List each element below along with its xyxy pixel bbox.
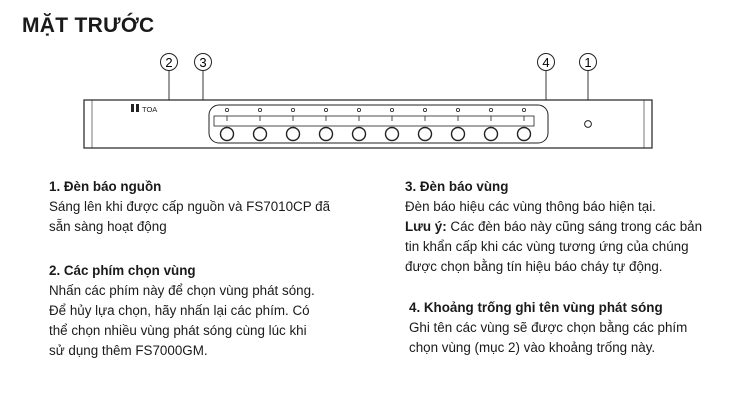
- item-text: Nhấn các phím này để chọn vùng phát sóng…: [49, 283, 315, 298]
- zone-select-key[interactable]: [483, 126, 499, 142]
- zone-led: [224, 108, 229, 113]
- label-strip: [213, 115, 535, 127]
- item-text: Đèn báo hiệu các vùng thông báo hiện tại…: [405, 199, 656, 214]
- zone-led: [522, 108, 527, 113]
- callout-2: 2: [160, 53, 178, 71]
- toa-logo: TOA: [131, 104, 157, 114]
- item-heading: 2. Các phím chọn vùng: [49, 263, 196, 278]
- zone-select-key[interactable]: [285, 126, 301, 142]
- item-text: tin khẩn cấp khi các vùng tương ứng của …: [405, 239, 689, 254]
- item-zone-leds: 3. Đèn báo vùng Đèn báo hiệu các vùng th…: [405, 177, 740, 277]
- zone-led: [422, 108, 427, 113]
- svg-text:3: 3: [199, 55, 206, 70]
- zone-led: [389, 108, 394, 113]
- item-text: Để hủy lựa chọn, hãy nhấn lại các phím. …: [49, 303, 310, 318]
- item-text: Ghi tên các vùng sẽ được chọn bằng các p…: [409, 320, 688, 335]
- zone-led: [257, 108, 262, 113]
- zone-led: [455, 108, 460, 113]
- zone-led: [323, 108, 328, 113]
- zone-led: [356, 108, 361, 113]
- callout-4: 4: [537, 53, 555, 71]
- zone-select-key[interactable]: [219, 126, 235, 142]
- note-label: Lưu ý:: [405, 219, 447, 234]
- front-panel-diagram: 2 3 4 1 TOA: [83, 53, 653, 149]
- page-title: MẶT TRƯỚC: [22, 14, 155, 37]
- zone-select-key[interactable]: [450, 126, 466, 142]
- item-text: Sáng lên khi được cấp nguồn và FS7010CP …: [49, 199, 331, 214]
- zone-select-key[interactable]: [252, 126, 268, 142]
- item-note: Lưu ý: Các đèn báo này cũng sáng trong c…: [405, 217, 740, 237]
- zone-select-key[interactable]: [318, 126, 334, 142]
- zone-led: [290, 108, 295, 113]
- svg-text:TOA: TOA: [142, 105, 157, 114]
- item-heading: 3. Đèn báo vùng: [405, 179, 509, 194]
- item-text: được chọn bằng tín hiệu báo cháy tự động…: [405, 259, 663, 274]
- note-text: Các đèn báo này cũng sáng trong các bản: [446, 219, 703, 234]
- zone-select-key[interactable]: [351, 126, 367, 142]
- item-heading: 4. Khoảng trống ghi tên vùng phát sóng: [409, 300, 663, 315]
- zone-led: [488, 108, 493, 113]
- item-text: thể chọn nhiều vùng phát sóng cùng lúc k…: [49, 323, 307, 338]
- item-text: chọn vùng (mục 2) vào khoảng trống này.: [409, 340, 656, 355]
- svg-text:1: 1: [584, 55, 591, 70]
- item-label-space: 4. Khoảng trống ghi tên vùng phát sóng G…: [409, 298, 744, 358]
- zone-select-key[interactable]: [516, 126, 532, 142]
- zone-select-key[interactable]: [384, 126, 400, 142]
- callout-3: 3: [194, 53, 212, 71]
- zone-marks: [219, 108, 532, 142]
- item-text: sẵn sàng hoạt động: [49, 219, 167, 234]
- item-heading: 1. Đèn báo nguồn: [49, 179, 162, 194]
- zone-select-key[interactable]: [417, 126, 433, 142]
- callout-1: 1: [579, 53, 597, 71]
- item-text: sử dụng thêm FS7000GM.: [49, 343, 208, 358]
- item-keys: 2. Các phím chọn vùng Nhấn các phím này …: [49, 261, 379, 361]
- item-power: 1. Đèn báo nguồn Sáng lên khi được cấp n…: [49, 177, 369, 237]
- svg-text:4: 4: [542, 55, 549, 70]
- svg-text:2: 2: [165, 55, 172, 70]
- power-led: [584, 120, 592, 128]
